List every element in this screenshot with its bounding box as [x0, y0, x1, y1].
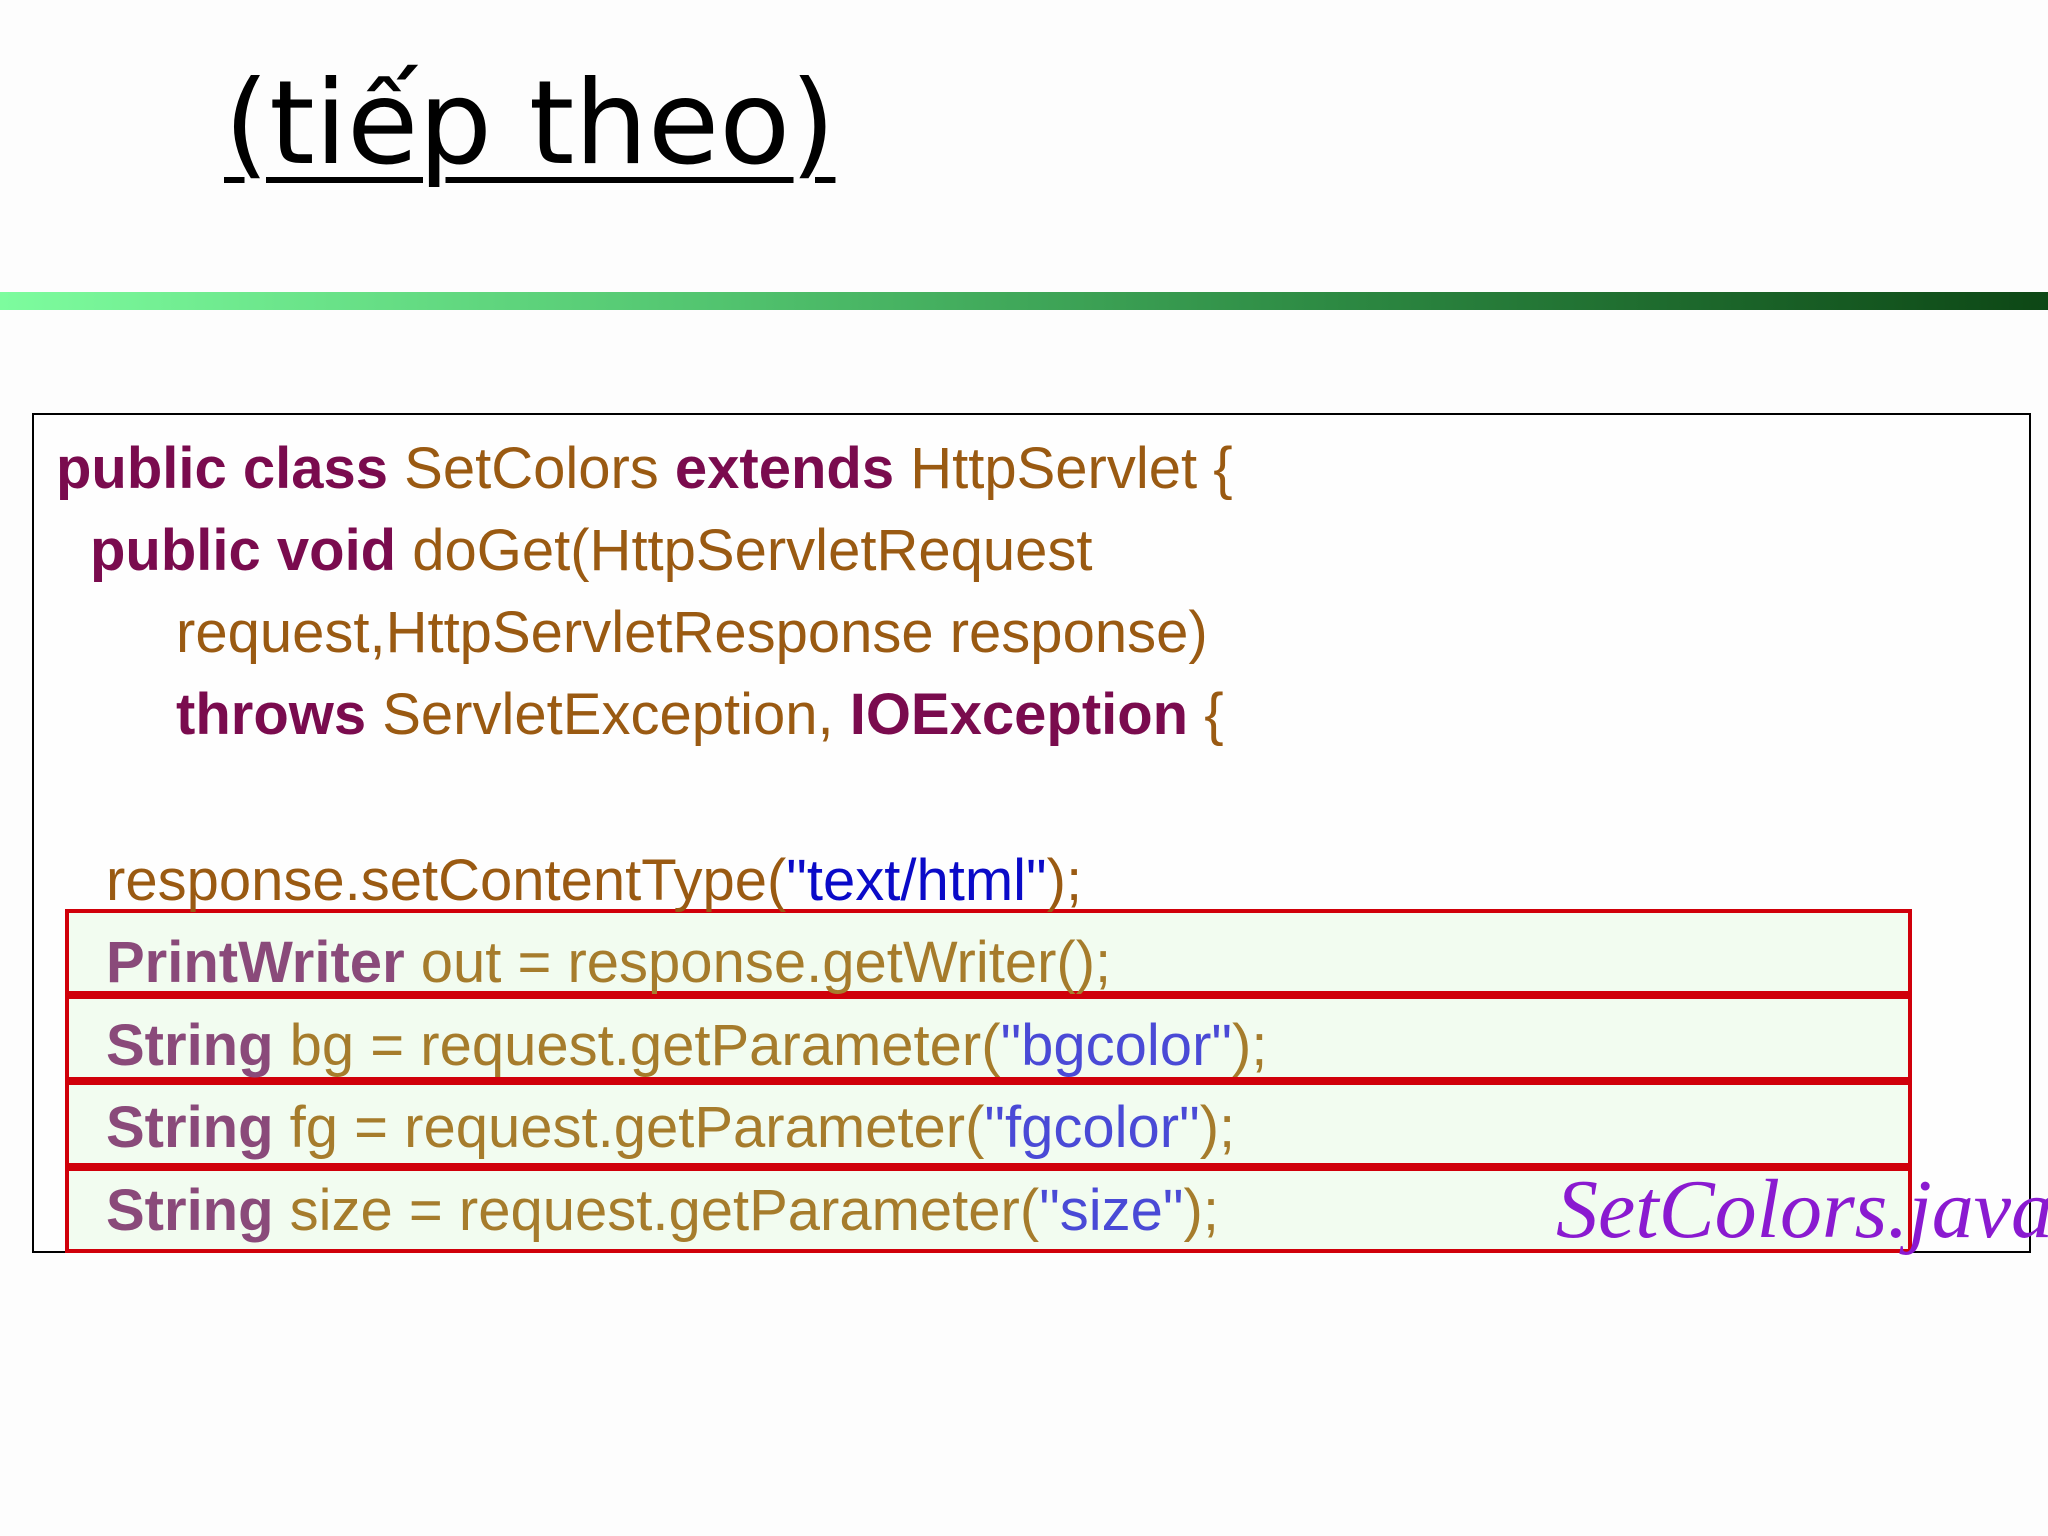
highlight-box-fgcolor — [65, 1081, 1912, 1167]
code-text: ); — [1231, 1013, 1268, 1078]
code-line-set-content-type: response.setContentType("text/html"); — [106, 852, 1082, 910]
code-line-throws: throws ServletException, IOException { — [176, 686, 1224, 744]
highlight-box-printwriter — [65, 909, 1912, 995]
code-keyword: String — [106, 1013, 274, 1078]
code-string: "size" — [1039, 1178, 1184, 1243]
code-keyword: String — [106, 1095, 274, 1160]
code-text: ); — [1199, 1095, 1236, 1160]
highlight-box-size — [65, 1167, 1912, 1253]
highlight-box-bgcolor — [65, 995, 1912, 1081]
code-keyword: extends — [674, 436, 895, 501]
code-text: ); — [1046, 848, 1083, 913]
code-string: "bgcolor" — [1000, 1013, 1232, 1078]
code-line-bgcolor: String bg = request.getParameter("bgcolo… — [106, 1017, 1267, 1075]
code-line-method-signature: public void doGet(HttpServletRequest — [90, 522, 1092, 580]
code-line-fgcolor: String fg = request.getParameter("fgcolo… — [106, 1099, 1235, 1157]
code-text: bg = request.getParameter( — [273, 1013, 1001, 1078]
code-text: ServletException, — [366, 682, 850, 747]
code-line-method-params: request,HttpServletResponse response) — [176, 604, 1208, 662]
code-text: HttpServlet { — [894, 436, 1233, 501]
code-keyword: PrintWriter — [106, 930, 405, 995]
slide-title: (tiếp theo) — [224, 56, 836, 191]
code-text: out = response.getWriter(); — [404, 930, 1112, 995]
code-text: { — [1188, 682, 1224, 747]
code-string: "fgcolor" — [984, 1095, 1200, 1160]
code-text: request,HttpServletResponse response) — [176, 600, 1208, 665]
code-line-size: String size = request.getParameter("size… — [106, 1182, 1219, 1240]
code-line-class-declaration: public class SetColors extends HttpServl… — [56, 440, 1233, 498]
code-keyword: throws — [176, 682, 367, 747]
code-line-printwriter: PrintWriter out = response.getWriter(); — [106, 934, 1111, 992]
code-text: SetColors — [388, 436, 675, 501]
title-divider — [0, 292, 2048, 310]
code-text: response.setContentType( — [106, 848, 787, 913]
code-text: size = request.getParameter( — [273, 1178, 1040, 1243]
code-keyword: String — [106, 1178, 274, 1243]
code-string: "text/html" — [786, 848, 1047, 913]
code-keyword: public class — [56, 436, 389, 501]
code-text: fg = request.getParameter( — [273, 1095, 985, 1160]
code-text: ); — [1183, 1178, 1219, 1243]
code-keyword: public void — [90, 518, 397, 583]
code-text: doGet(HttpServletRequest — [396, 518, 1093, 583]
code-keyword: IOException — [849, 682, 1189, 747]
file-name-label: SetColors.java — [1556, 1163, 2048, 1256]
